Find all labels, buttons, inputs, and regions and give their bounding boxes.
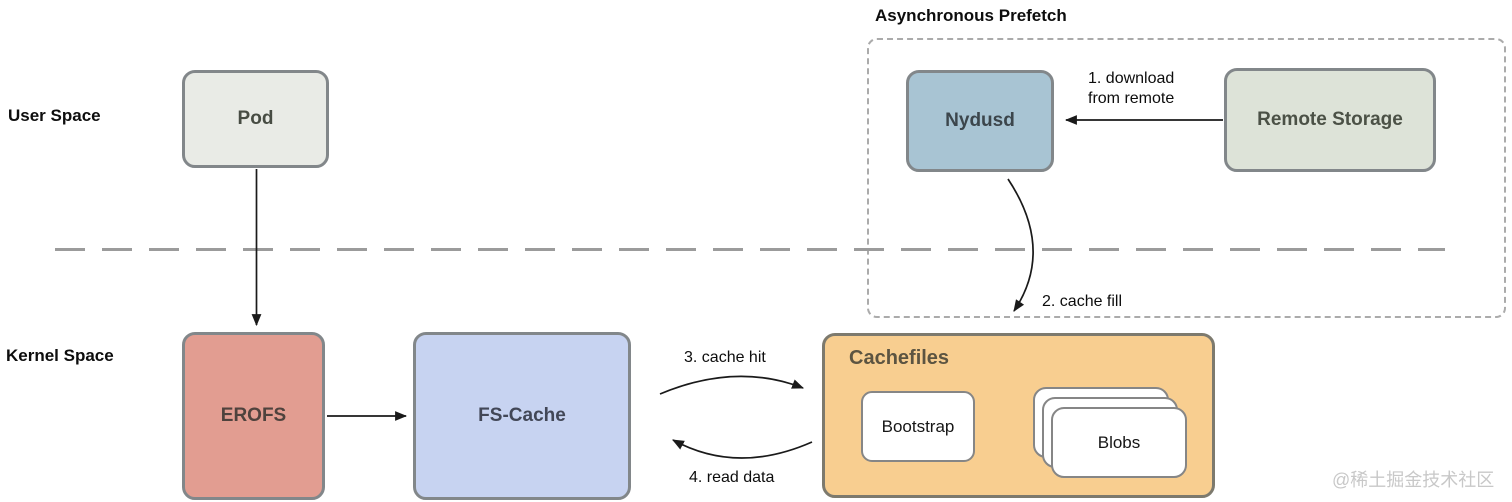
kernel-space-label: Kernel Space	[6, 346, 114, 365]
cachefiles-node: Cachefiles Bootstrap Blobs	[822, 333, 1215, 498]
edge-label-download: 1. download from remote	[1088, 69, 1174, 109]
edge-label-download-line2: from remote	[1088, 90, 1175, 107]
user-space-label: User Space	[8, 106, 101, 125]
edge-label-cache-fill: 2. cache fill	[1042, 293, 1123, 310]
cachefiles-label: Cachefiles	[849, 347, 950, 369]
edge-label-read-data: 4. read data	[689, 469, 775, 486]
nydusd-node: Nydusd	[906, 70, 1054, 172]
watermark-text: @稀土掘金技术社区	[1332, 470, 1495, 490]
edge-label-cache-hit: 3. cache hit	[684, 349, 766, 366]
blobs-node: Blobs	[1051, 407, 1187, 478]
arrow-cachefiles-read-data	[672, 439, 813, 459]
erofs-node: EROFS	[182, 332, 325, 500]
async-prefetch-title: Asynchronous Prefetch	[875, 6, 1067, 25]
async-prefetch-region	[867, 38, 1506, 318]
arrow-fscache-cache-hit	[659, 375, 805, 395]
edge-label-download-line1: 1. download	[1088, 70, 1175, 87]
fscache-node: FS-Cache	[413, 332, 631, 500]
remote-storage-node: Remote Storage	[1224, 68, 1436, 172]
pod-node: Pod	[182, 70, 329, 168]
bootstrap-node: Bootstrap	[861, 391, 975, 462]
